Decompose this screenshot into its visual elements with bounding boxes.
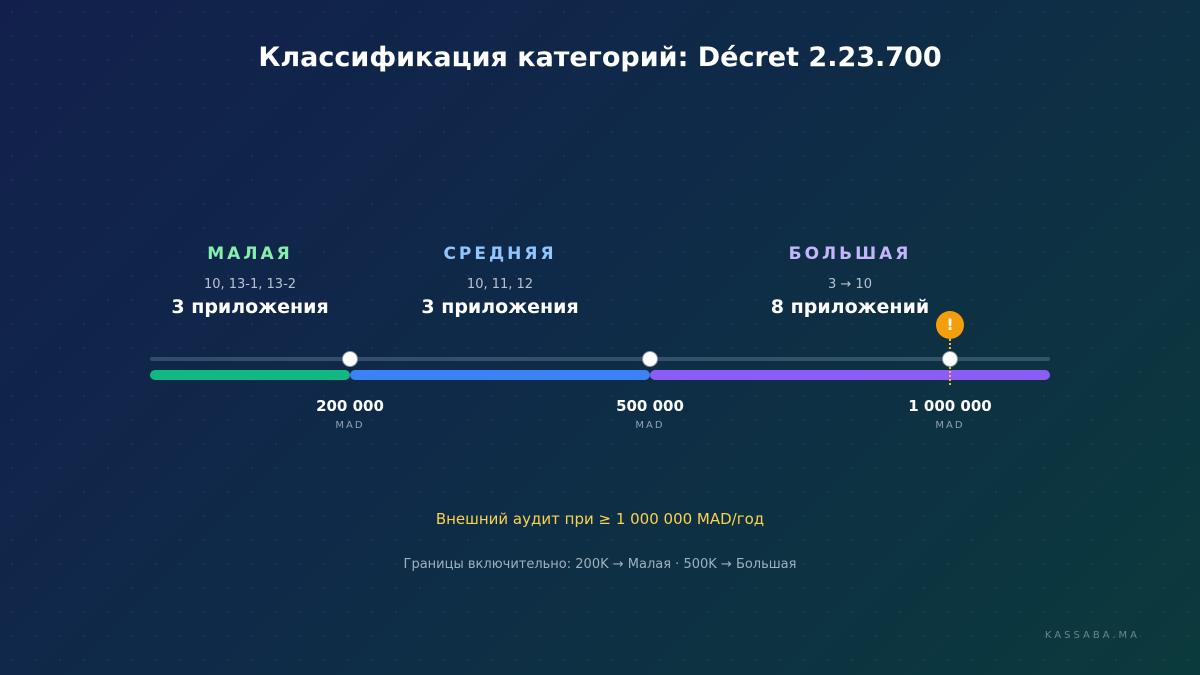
brand-watermark: KASSABA.MA bbox=[1044, 630, 1140, 641]
category-small-count: 3 приложения bbox=[171, 296, 329, 318]
category-medium-name: СРЕДНЯЯ bbox=[443, 244, 557, 264]
threshold-value-1m: 1 000 000 bbox=[908, 397, 992, 415]
threshold-value-200k: 200 000 bbox=[316, 397, 384, 415]
threshold-marker-200k bbox=[342, 351, 358, 367]
category-large: БОЛЬШАЯ 3 → 10 8 приложений bbox=[730, 244, 970, 324]
threshold-unit-500k: MAD bbox=[635, 420, 665, 431]
boundary-note: Границы включительно: 200K → Малая · 500… bbox=[403, 557, 797, 572]
timeline-track bbox=[150, 357, 1050, 361]
category-medium-apps: 10, 11, 12 bbox=[466, 277, 534, 292]
threshold-unit-200k: MAD bbox=[335, 420, 365, 431]
bar-medium bbox=[350, 370, 650, 380]
category-small: МАЛАЯ 10, 13-1, 13-2 3 приложения bbox=[130, 244, 370, 324]
category-large-apps: 3 → 10 bbox=[828, 277, 872, 292]
category-large-name: БОЛЬШАЯ bbox=[788, 244, 912, 264]
category-large-count: 8 приложений bbox=[770, 296, 930, 318]
bar-small bbox=[150, 370, 350, 380]
threshold-unit-1m: MAD bbox=[935, 420, 965, 431]
threshold-marker-500k bbox=[642, 351, 658, 367]
category-small-name: МАЛАЯ bbox=[207, 244, 293, 264]
threshold-marker-1m bbox=[942, 351, 958, 367]
page-title: Классификация категорий: Décret 2.23.700 bbox=[258, 42, 942, 73]
category-medium: СРЕДНЯЯ 10, 11, 12 3 приложения bbox=[380, 244, 620, 324]
category-medium-count: 3 приложения bbox=[421, 296, 579, 318]
warning-icon: ! bbox=[936, 311, 964, 339]
audit-note: Внешний аудит при ≥ 1 000 000 MAD/год bbox=[435, 510, 765, 528]
bar-large bbox=[650, 370, 1050, 380]
threshold-value-500k: 500 000 bbox=[616, 397, 684, 415]
category-small-apps: 10, 13-1, 13-2 bbox=[203, 277, 297, 292]
